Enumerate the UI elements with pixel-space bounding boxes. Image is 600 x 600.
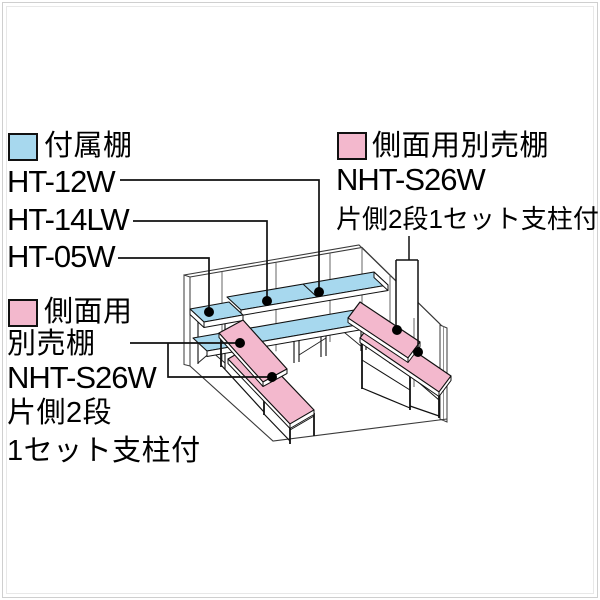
side-shelf-swatch-left	[8, 299, 38, 327]
side-shelf-swatch-right	[337, 132, 367, 160]
side-shelf-right	[347, 301, 452, 418]
callout-dot	[235, 338, 245, 348]
side-shelf-label-left-2: 別売棚	[7, 328, 96, 360]
side-shelf-label-left-1: 側面用	[44, 296, 133, 328]
attached-shelf-label: 付属棚	[44, 130, 133, 162]
model-nht-s26w-right: NHT-S26W	[336, 162, 486, 197]
attached-shelf-small	[189, 301, 244, 328]
callout-dot	[262, 296, 272, 306]
callout-dot	[314, 287, 324, 297]
side-shelf-note-right: 片側2段1セット支柱付	[336, 204, 599, 234]
model-nht-s26w-left: NHT-S26W	[7, 360, 157, 395]
callout-dot	[267, 372, 277, 382]
callout-dots	[204, 287, 423, 382]
leader-ht14lw	[133, 220, 268, 301]
side-shelf-label-right: 側面用別売棚	[372, 130, 550, 162]
callout-knockout	[396, 260, 418, 318]
leader-ht05w	[118, 257, 210, 312]
callout-lines	[118, 179, 419, 378]
attached-shelf-swatch	[8, 133, 38, 161]
side-shelf-left-upper	[218, 319, 288, 387]
side-shelf-note-left-2: 1セット支柱付	[7, 435, 201, 467]
callout-dot	[204, 307, 214, 317]
model-ht-14lw: HT-14LW	[7, 202, 130, 237]
leader-left-side-lower	[167, 343, 272, 378]
side-shelf-note-left-1: 片側2段	[7, 397, 113, 429]
model-ht-05w: HT-05W	[7, 239, 116, 274]
leader-right-side	[395, 236, 419, 352]
callout-dot	[392, 325, 402, 335]
callout-dot	[413, 347, 423, 357]
model-ht-12w: HT-12W	[7, 164, 116, 199]
leader-ht12w	[120, 179, 320, 292]
